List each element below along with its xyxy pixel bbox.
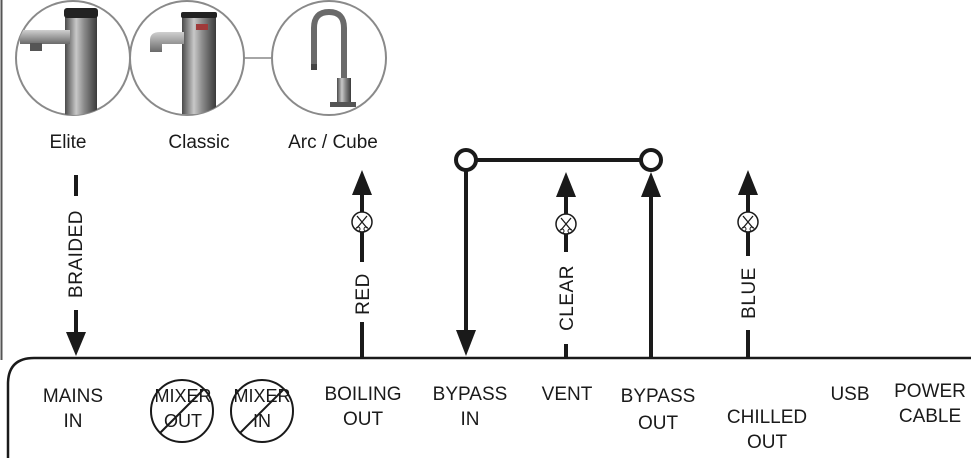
port-chilled-out-line2: OUT: [747, 432, 788, 453]
port-mixer-out-line1: MIXER: [154, 386, 211, 406]
port-mixer-in-line1: MIXER: [233, 386, 290, 406]
arc-cube-tap-image: [271, 0, 387, 116]
hose-label-blue: BLUE: [739, 267, 760, 319]
port-boiling-out-line1: BOILING: [324, 384, 401, 405]
port-mixer-out-line2: OUT: [164, 411, 202, 431]
port-bypass-out-line1: BYPASS: [621, 386, 696, 407]
hose-label-red: RED: [353, 273, 374, 315]
tap-images: Elite Classic Arc / Cube: [15, 0, 387, 153]
cut-here-scissors-icon: [351, 211, 373, 233]
tap-label-arc-cube: Arc / Cube: [288, 132, 378, 153]
arrow-down-icon: [456, 330, 476, 356]
arrow-up-icon: [556, 172, 576, 197]
tap-label-elite: Elite: [50, 132, 87, 153]
port-mains-in-line1: MAINS: [43, 386, 103, 407]
cut-here-scissors-icon: [555, 213, 577, 235]
port-power-cable-line1: POWER: [894, 381, 966, 402]
blue-hose: BLUE: [737, 170, 760, 358]
bypass-loop: [454, 148, 663, 358]
classic-tap-image: [129, 0, 245, 116]
port-mixer-in-line2: IN: [253, 411, 271, 431]
port-boiling-out-line2: OUT: [343, 409, 384, 430]
port-labels: MAINS IN MIXER OUT MIXER IN BOILING OUT …: [43, 379, 966, 453]
elite-tap-image: [15, 0, 131, 116]
port-bypass-in-line2: IN: [461, 409, 480, 430]
arrow-up-icon: [641, 172, 661, 197]
bypass-loop-start-node: [454, 148, 478, 172]
crossed-out-circle-icon: [230, 379, 294, 443]
arrow-up-icon: [352, 170, 372, 195]
hose-label-braided: BRAIDED: [66, 210, 87, 298]
tap-label-classic: Classic: [168, 132, 229, 153]
port-bypass-out-line2: OUT: [638, 413, 679, 434]
unit-connection-panel: [6, 356, 971, 458]
port-power-cable-line2: CABLE: [899, 406, 961, 427]
port-vent: VENT: [542, 384, 593, 405]
port-bypass-in-line1: BYPASS: [433, 384, 508, 405]
hose-label-clear: CLEAR: [557, 265, 578, 331]
arrow-down-icon: [66, 332, 86, 356]
port-mains-in-line2: IN: [64, 411, 83, 432]
clear-hose: CLEAR: [555, 172, 578, 358]
bypass-loop-end-node: [639, 148, 663, 172]
braided-hose: BRAIDED: [66, 175, 87, 356]
arrow-up-icon: [738, 170, 758, 195]
port-chilled-out-line1: CHILLED: [727, 407, 807, 428]
red-hose: RED: [351, 170, 374, 358]
port-usb: USB: [830, 384, 869, 405]
crossed-out-circle-icon: [150, 379, 214, 443]
cut-here-scissors-icon: [737, 211, 759, 233]
